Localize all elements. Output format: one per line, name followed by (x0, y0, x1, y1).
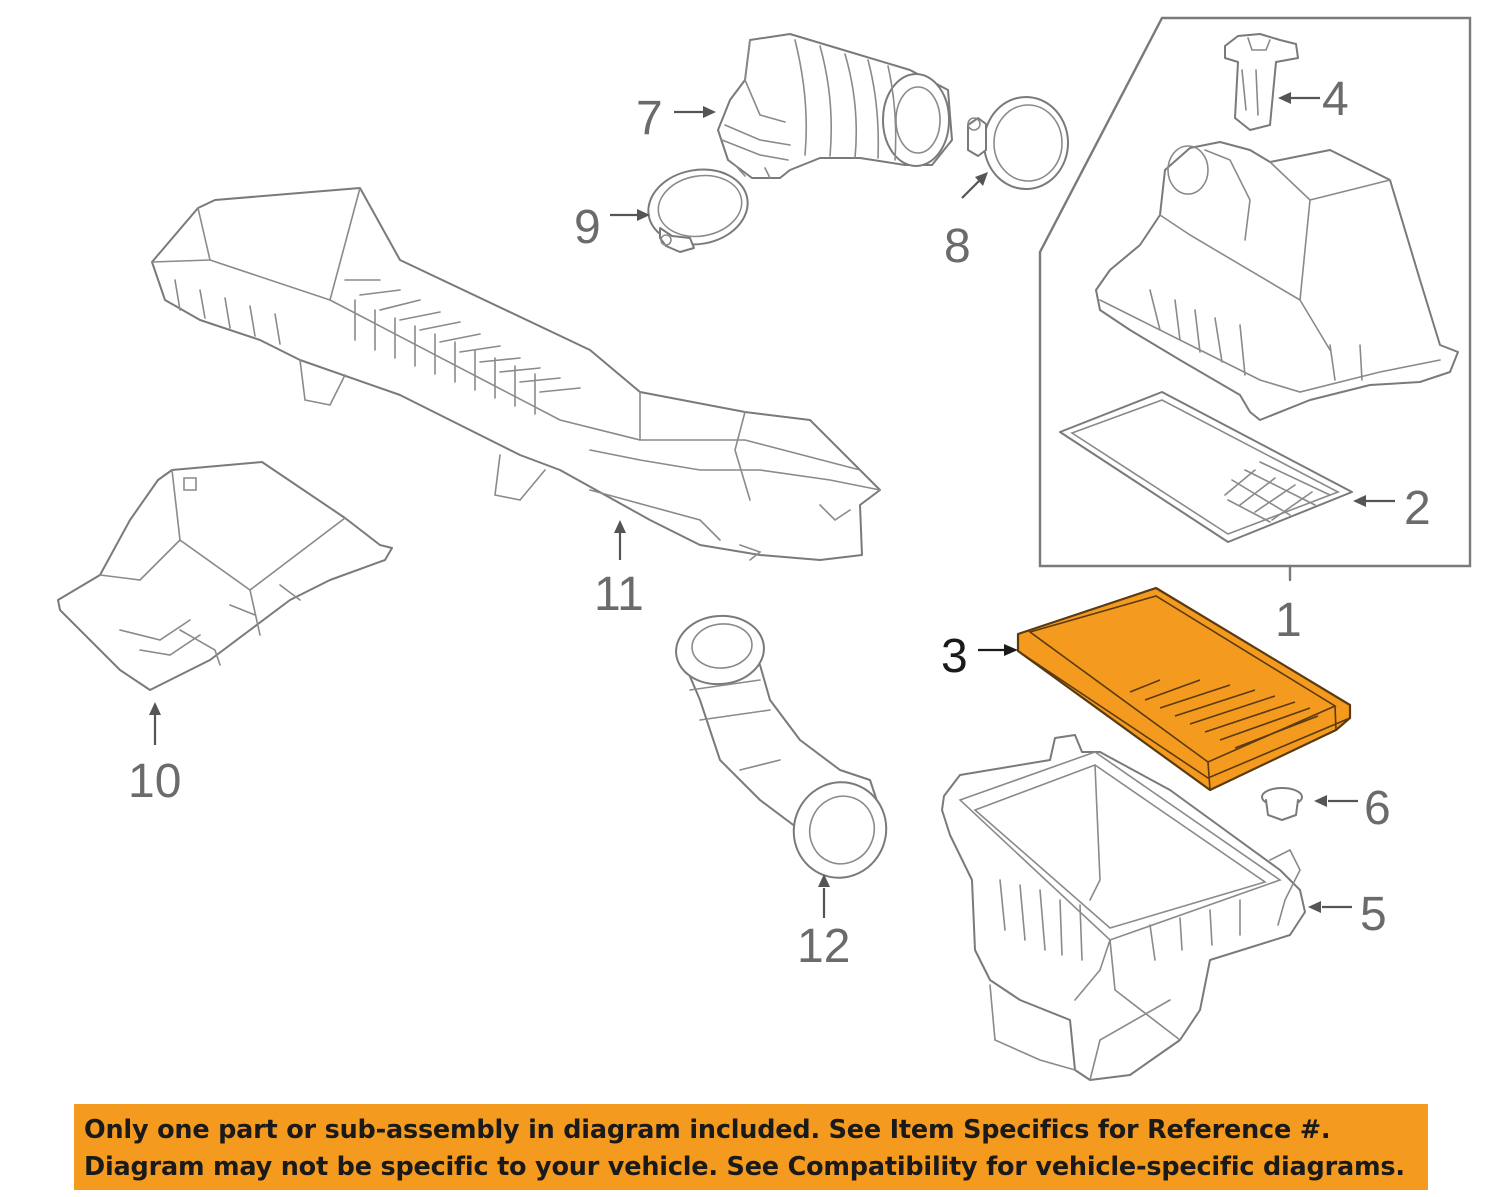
callout-1: 1 (1275, 594, 1302, 647)
part-10-air-guide[interactable] (57, 461, 393, 691)
callout-11: 11 (594, 568, 644, 621)
disclaimer-line-1: Only one part or sub-assembly in diagram… (84, 1115, 1331, 1145)
callout-12: 12 (797, 920, 850, 973)
callout-10: 10 (128, 755, 181, 808)
part-2-filter-seal[interactable] (1059, 391, 1353, 543)
disclaimer-line-2: Diagram may not be specific to your vehi… (84, 1152, 1405, 1182)
part-6-grommet[interactable] (1261, 787, 1303, 821)
part-9-hose-clamp[interactable] (642, 162, 753, 253)
callout-5: 5 (1360, 888, 1387, 941)
parts-diagram: 1 2 3 4 5 6 7 8 9 10 11 12 (57, 16, 1472, 1081)
part-1-upper-housing[interactable] (1095, 141, 1459, 421)
part-1-assembly-outline[interactable] (1038, 16, 1472, 582)
leader-lines (149, 92, 1395, 918)
callout-2: 2 (1404, 482, 1431, 535)
part-12-inlet-hose[interactable] (673, 612, 899, 891)
part-8-hose-clamp[interactable] (967, 96, 1069, 190)
callout-3: 3 (941, 630, 968, 683)
part-5-lower-housing[interactable] (941, 734, 1306, 1081)
callout-4: 4 (1322, 73, 1349, 126)
callout-7: 7 (636, 92, 663, 145)
disclaimer-banner: Only one part or sub-assembly in diagram… (74, 1104, 1428, 1190)
part-11-intake-duct[interactable] (151, 187, 881, 561)
part-7-intake-hose[interactable] (717, 33, 953, 179)
part-4-airflow-sensor[interactable] (1224, 33, 1299, 131)
callout-6: 6 (1364, 782, 1391, 835)
part-3-air-filter[interactable] (1016, 586, 1352, 792)
callout-9: 9 (574, 201, 601, 254)
callout-labels: 1 2 3 4 5 6 7 8 9 10 11 12 (128, 73, 1431, 973)
callout-8: 8 (944, 220, 971, 273)
